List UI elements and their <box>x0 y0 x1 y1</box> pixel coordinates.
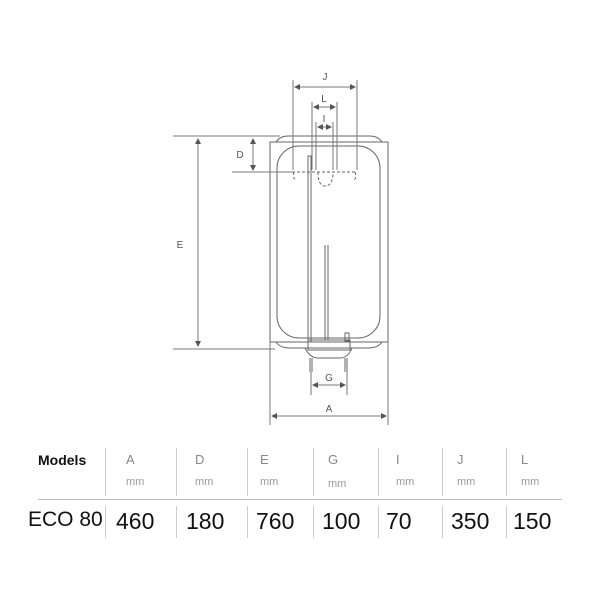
label-j: J <box>323 72 328 83</box>
dimension-lines <box>173 80 389 425</box>
col-unit-j: mm <box>457 476 476 488</box>
label-d: D <box>236 150 243 161</box>
model-name: ECO 80 <box>28 508 103 531</box>
label-i: I <box>323 114 326 125</box>
col-header-i: I <box>396 452 400 467</box>
value-i: 70 <box>386 508 412 534</box>
value-l: 150 <box>513 508 552 534</box>
label-e: E <box>177 240 184 251</box>
col-header-e: E <box>260 452 269 467</box>
value-j: 350 <box>451 508 490 534</box>
heater-body <box>269 135 389 372</box>
col-unit-l: mm <box>521 476 540 488</box>
col-unit-a: mm <box>126 476 145 488</box>
water-heater-diagram: J L I D E G A <box>173 72 389 425</box>
value-e: 760 <box>256 508 295 534</box>
label-g: G <box>325 373 333 384</box>
col-header-d: D <box>195 452 205 467</box>
value-g: 100 <box>322 508 361 534</box>
col-unit-d: mm <box>195 476 214 488</box>
models-header: Models <box>38 452 87 468</box>
value-d: 180 <box>186 508 225 534</box>
label-a: A <box>326 404 333 415</box>
col-header-g: G <box>328 452 339 467</box>
col-unit-i: mm <box>396 476 415 488</box>
value-a: 460 <box>116 508 155 534</box>
col-header-l: L <box>521 452 529 467</box>
header-divider <box>38 499 562 500</box>
col-header-a: A <box>126 452 135 467</box>
col-unit-e: mm <box>260 476 279 488</box>
label-l: L <box>321 94 327 105</box>
col-header-j: J <box>457 452 464 467</box>
col-unit-g: mm <box>328 478 347 490</box>
